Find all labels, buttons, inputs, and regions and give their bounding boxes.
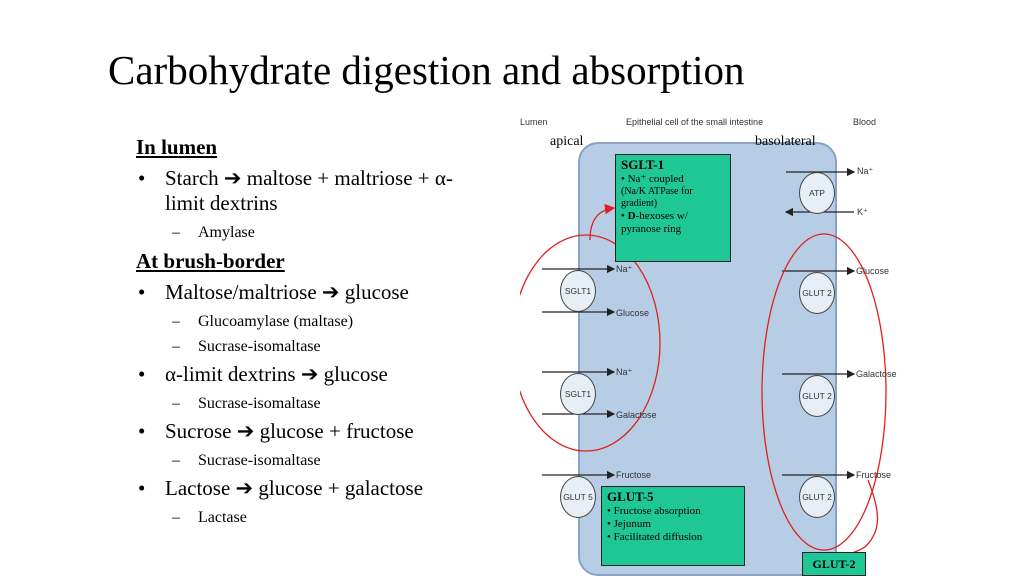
galactose-label-out: Galactose [856, 369, 897, 379]
bullet-dot: • [138, 166, 146, 190]
glut5-box-line2: • Jejunum [607, 518, 651, 530]
sglt1-box-line4-prefix: • [621, 210, 628, 222]
glucose-label-in: Glucose [616, 308, 650, 318]
na-label-1: Na⁺ [616, 264, 633, 274]
dash: – [172, 313, 180, 330]
bullet-dot: • [138, 476, 146, 500]
glut5-transporter: GLUT 5 [560, 476, 596, 518]
sub-amylase: – Amylase [136, 223, 526, 243]
bullet-starch: • Starch ➔ maltose + maltriose + α- limi… [136, 166, 526, 216]
apical-label: apical [550, 134, 584, 149]
dash: – [172, 395, 180, 412]
galactose-label-in: Galactose [616, 410, 657, 420]
heading-brush-border: At brush-border [136, 249, 285, 273]
dash: – [172, 224, 180, 241]
bullet-dot: • [138, 362, 146, 386]
sglt1-box-line2: (Na/K ATPase for [621, 186, 693, 197]
lactase-text: Lactase [198, 509, 247, 526]
slide-title: Carbohydrate digestion and absorption [108, 47, 745, 93]
sub-glucoamylase: – Glucoamylase (maltase) [136, 312, 526, 332]
sglt1-box-title: SGLT-1 [621, 157, 665, 172]
atp-pump: ATP [799, 172, 835, 214]
glut5-box-line3: • Facilitated diffusion [607, 531, 703, 543]
sglt1-box-line4: • D-hexoses w/ [621, 210, 725, 223]
glut2-ellipse [761, 233, 887, 551]
amylase-text: Amylase [198, 224, 255, 241]
glut2-transporter-3: GLUT 2 [799, 476, 835, 518]
sglt1-box-line4-bold: D [627, 210, 636, 222]
sucrase-text: Sucrase-isomaltase [198, 395, 321, 412]
sub-sucrase-1: – Sucrase-isomaltase [136, 337, 526, 357]
bullet-sucrose: • Sucrose ➔ glucose + fructose [136, 419, 526, 444]
heading-in-lumen: In lumen [136, 135, 218, 159]
glucose-label-out: Glucose [856, 266, 890, 276]
bullet-list: In lumen • Starch ➔ maltose + maltriose … [136, 134, 526, 533]
sub-lactase: – Lactase [136, 508, 526, 528]
k-label: K⁺ [857, 207, 868, 217]
absorption-diagram: Lumen Epithelial cell of the small intes… [520, 110, 900, 576]
glut5-box-title: GLUT-5 [607, 489, 654, 504]
glut2-info-box: GLUT-2 [802, 552, 866, 576]
fructose-label-out: Fructose [856, 470, 892, 480]
glut5-info-box: GLUT-5 • Fructose absorption • Jejunum •… [601, 486, 745, 566]
glut2-transporter-1: GLUT 2 [799, 272, 835, 314]
na-label-2: Na⁺ [616, 367, 633, 377]
lactose-text: Lactose ➔ glucose + galactose [165, 476, 424, 500]
sucrase-text: Sucrase-isomaltase [198, 338, 321, 355]
sglt1-pointer [589, 203, 616, 241]
fructose-label-in: Fructose [616, 470, 652, 480]
sglt1-box-line3: gradient) [621, 198, 658, 209]
dash: – [172, 452, 180, 469]
bullet-maltose: • Maltose/maltriose ➔ glucose [136, 280, 526, 305]
bullet-lactose: • Lactose ➔ glucose + galactose [136, 476, 526, 501]
sglt1-box-line1: • Na⁺ coupled [621, 173, 684, 185]
epithelial-label: Epithelial cell of the small intestine [626, 117, 764, 127]
maltose-text: Maltose/maltriose ➔ glucose [165, 280, 409, 304]
sub-sucrase-3: – Sucrase-isomaltase [136, 451, 526, 471]
sucrose-text: Sucrose ➔ glucose + fructose [165, 419, 414, 443]
lumen-label: Lumen [520, 117, 548, 127]
sglt1-ellipse [520, 234, 661, 452]
blood-label: Blood [853, 117, 877, 127]
sglt1-transporter-2: SGLT1 [560, 373, 596, 415]
basolateral-label: basolateral [755, 134, 816, 149]
sglt1-transporter-1: SGLT1 [560, 270, 596, 312]
sucrase-text: Sucrase-isomaltase [198, 452, 321, 469]
glut5-box-line1: • Fructose absorption [607, 505, 701, 517]
bullet-dot: • [138, 419, 146, 443]
alpha-limit-text: α-limit dextrins ➔ glucose [165, 362, 388, 386]
na-out-label: Na⁺ [857, 166, 874, 176]
sglt1-box-line4-rest: -hexoses w/ [635, 210, 688, 222]
bullet-alpha-limit: • α-limit dextrins ➔ glucose [136, 362, 526, 387]
dash: – [172, 509, 180, 526]
glucoamylase-text: Glucoamylase (maltase) [198, 313, 354, 330]
sub-sucrase-2: – Sucrase-isomaltase [136, 394, 526, 414]
starch-line-1: Starch ➔ maltose + maltriose + α- [165, 166, 453, 190]
sglt1-box-line5: pyranose ring [621, 223, 682, 235]
starch-line-2: limit dextrins [165, 191, 278, 215]
sglt1-info-box: SGLT-1 • Na⁺ coupled (Na/K ATPase for gr… [615, 154, 731, 262]
glut2-transporter-2: GLUT 2 [799, 375, 835, 417]
dash: – [172, 338, 180, 355]
bullet-dot: • [138, 280, 146, 304]
